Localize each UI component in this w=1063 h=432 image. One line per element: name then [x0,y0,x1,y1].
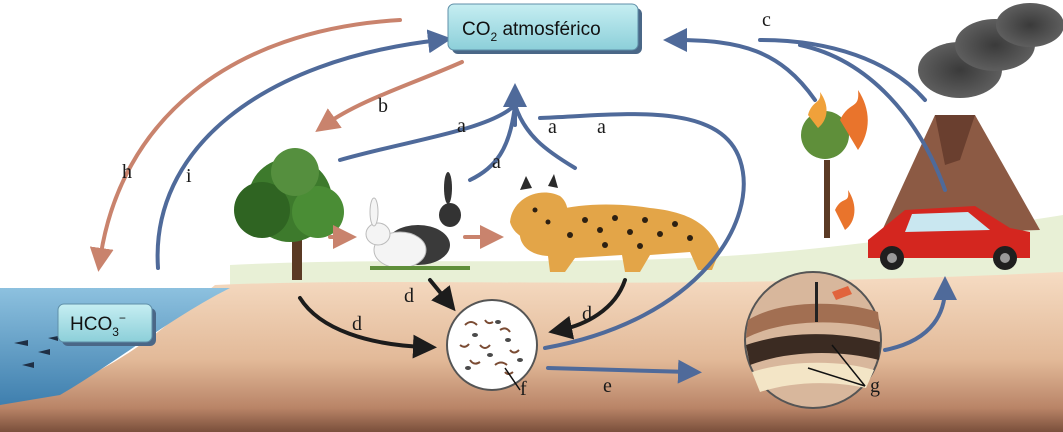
arrow-g-car [883,276,957,352]
arrow-e [546,359,702,384]
pointer-g-1 [807,367,866,387]
label-a-1: a [457,115,466,137]
label-g: g [870,375,880,397]
label-i: i [186,165,192,187]
label-a-3: a [548,116,557,138]
pointer-f [504,367,521,391]
label-e: e [603,375,612,397]
label-d-1: d [352,313,362,335]
pointer-g-2 [831,344,866,387]
hco3-box-label: HCO3− [70,311,126,339]
arrow-a-tree [338,103,517,162]
arrow-h [89,18,402,272]
label-h: h [122,161,132,183]
tree-icon [234,148,344,280]
label-b: b [378,95,388,117]
label-f: f [520,378,527,400]
arrow-a-decomposers [538,112,746,350]
arrow-c [663,28,817,102]
fish-group [14,336,58,368]
burning-tree-icon [801,90,868,238]
co2-box-label: CO2 atmosférico [462,19,601,44]
arrow-c-volcano [758,38,927,102]
label-c: c [762,9,771,31]
co2-atmospheric-box: CO2 atmosférico [447,3,642,54]
arrow-d-tree [298,296,437,359]
arrow-a-lynx [513,103,577,170]
lynx-icon [510,174,720,272]
grass-band [230,215,1063,290]
label-d-2: d [404,285,414,307]
label-a-4: a [597,116,606,138]
arrow-i [155,29,452,270]
car-icon [868,206,1030,270]
label-a-2: a [492,151,501,173]
hco3-box: HCO3− [57,303,156,346]
decomposers-circle [446,299,538,391]
volcano-icon [880,3,1063,235]
arrow-b [315,60,464,132]
fossil-fuels-circle [744,271,882,409]
arrow-d-lynx [548,278,627,340]
arrow-d-rabbit [428,278,456,312]
label-d-3: d [582,303,592,325]
rabbit-icon [365,172,470,270]
arrow-c-car [798,43,947,192]
